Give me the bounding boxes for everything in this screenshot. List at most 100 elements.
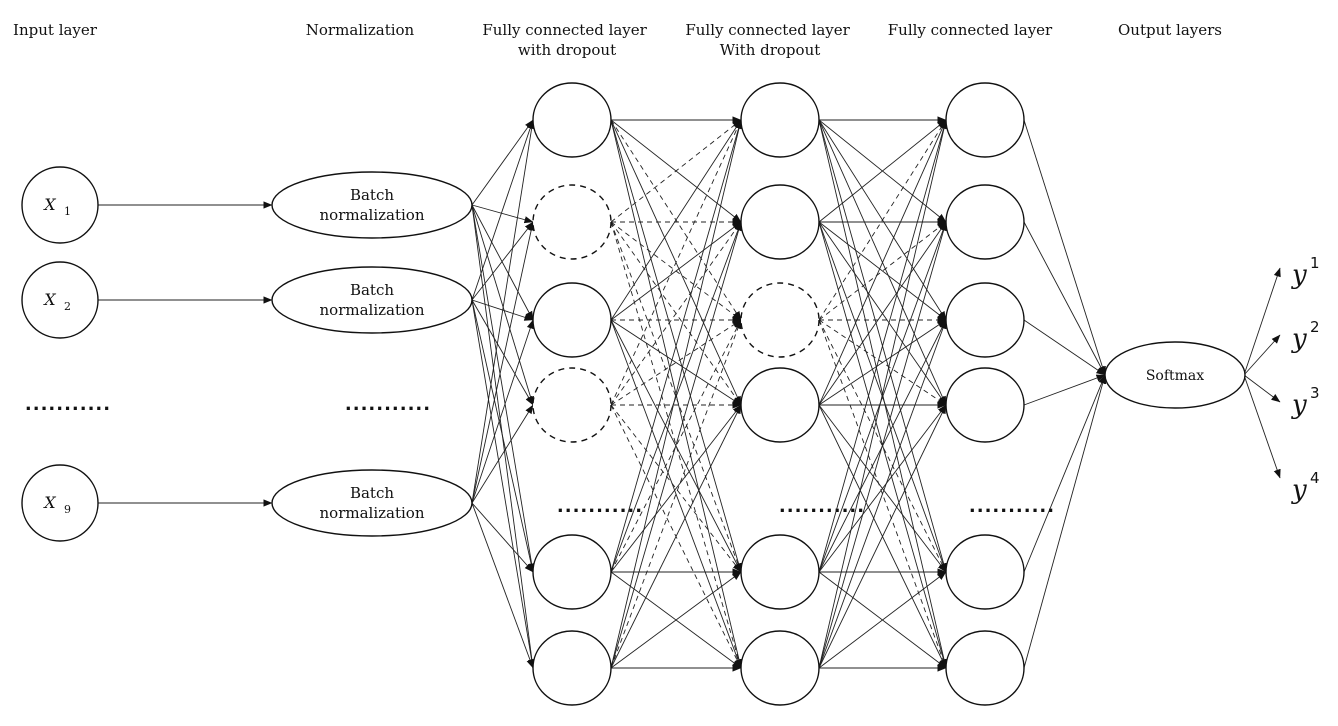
input-ellipsis: ........... [25,394,111,415]
fc3-to-softmax-edge [1023,374,1107,669]
fc1-to-fc2-edge [610,404,742,573]
fc1-to-fc2-edge [610,404,742,669]
output-y3: y 3 [1291,384,1320,420]
fc2-node-1 [740,82,820,158]
norm-to-fc1-edge [471,204,534,224]
svg-text:4: 4 [1310,469,1320,487]
fc3-node-3 [945,282,1025,358]
fc3-node-6 [945,630,1025,706]
norm-to-fc1-edge [471,221,535,504]
fc2-node-6 [740,630,820,706]
fc1-to-fc2-edge [610,319,742,406]
softmax-to-output-edge-3 [1243,374,1281,403]
fc2-to-fc3-edge [818,319,947,669]
norm-to-fc1-edge [471,204,534,321]
fc2-to-fc3-edge [818,119,948,669]
fc3-to-softmax-edge [1023,374,1106,406]
fc2-to-fc3-edge [818,119,947,406]
fc2-to-fc3-edge [818,119,947,223]
norm-to-fc1-edge [471,119,534,206]
input-layer: X 1 X 2 ........... X 9 [21,166,111,542]
svg-text:3: 3 [1310,384,1320,402]
norm-to-fc1-edge [471,299,534,406]
norm-to-fc1-edge [471,404,534,504]
normalization-layer: Batch normalization Batch normalization … [271,171,473,537]
fc2-to-fc3-edge [818,119,948,573]
column-headers: Input layer Normalization Fully connecte… [13,21,1222,59]
svg-text:2: 2 [1310,318,1320,336]
fc1-to-fc2-edge [610,221,743,669]
softmax-to-output-edge-2 [1243,334,1281,376]
norm-to-fc1-edge [471,221,534,301]
batch-norm-node-9: Batch normalization [271,469,473,537]
fc1-node-1 [532,82,612,158]
fc1-to-fc2-edge [610,119,743,573]
fc-layer-2-ellipsis: ........... [779,496,865,517]
fc2-to-fc3-edge [818,319,947,573]
fc1-to-fc2-edge [610,119,743,669]
fc1-to-fc2-edge [610,221,742,573]
connection-edges [98,116,1281,672]
header-normalization: Normalization [306,21,415,39]
header-fc-layer-1: Fully connected layer with dropout [482,21,651,59]
norm-to-fc1-edge [471,119,534,301]
softmax-node: Softmax [1104,341,1246,409]
fc1-to-fc2-edge [610,221,742,321]
fc2-to-fc3-edge [818,571,947,669]
fc3-node-5 [945,534,1025,610]
fc1-to-fc2-edge [610,319,742,406]
svg-text:2: 2 [64,300,71,313]
softmax-to-output-edge-1 [1243,267,1281,376]
normalization-ellipsis: ........... [345,394,431,415]
output-y4: y 4 [1291,469,1320,505]
svg-text:y: y [1291,475,1307,505]
svg-text:X: X [42,195,56,214]
fc3-node-4 [945,367,1025,443]
norm-to-fc1-edge [471,299,536,669]
norm-to-fc1-edge [471,204,534,406]
output-y1: y 1 [1291,254,1320,290]
output-labels: y 1 y 2 y 3 y 4 [1291,254,1320,505]
fc2-to-fc3-edge [818,221,947,321]
input-node-x2: X 2 [21,261,99,339]
svg-text:normalization: normalization [320,301,425,319]
svg-text:Batch: Batch [350,186,394,204]
fc2-to-fc3-edge [818,404,947,573]
svg-text:y: y [1291,260,1307,290]
fc1-to-fc2-edge [610,221,742,406]
output-y2: y 2 [1291,318,1320,354]
norm-to-fc1-edge [471,502,534,669]
svg-text:1: 1 [1310,254,1320,272]
input-node-x1: X 1 [21,166,99,244]
norm-to-fc1-edge [471,502,534,573]
svg-text:Batch: Batch [350,281,394,299]
fc3-node-1 [945,82,1025,158]
fc1-node-4-dropped [532,367,612,443]
fc2-to-fc3-edge [818,119,947,321]
header-fc-layer-2: Fully connected layer With dropout [685,21,854,59]
fc2-to-fc3-edge [818,404,947,669]
svg-text:normalization: normalization [320,206,425,224]
batch-norm-node-2: Batch normalization [271,266,473,334]
norm-to-fc1-edge [471,299,535,573]
fc1-node-3 [532,282,612,358]
fc3-node-2 [945,184,1025,260]
fc1-node-6 [532,630,612,706]
fc1-to-fc2-edge [610,319,742,669]
header-fc-layer-3: Fully connected layer [888,21,1053,39]
fc2-to-fc3-edge [818,221,947,573]
fc-layer-3-nodes [945,82,1025,706]
svg-text:Batch: Batch [350,484,394,502]
svg-text:Softmax: Softmax [1146,368,1204,384]
fc-layer-2-nodes [740,82,820,706]
fc2-to-fc3-edge [818,221,948,669]
softmax-to-output-edge-4 [1243,374,1281,479]
norm-to-fc1-edge [471,204,536,573]
fc1-to-fc2-edge [610,319,742,669]
fc1-to-fc2-edge [610,571,742,669]
fc1-node-5 [532,534,612,610]
fc2-to-fc3-edge [818,319,947,669]
fc-layer-1-nodes [532,82,612,706]
svg-text:y: y [1291,324,1307,354]
